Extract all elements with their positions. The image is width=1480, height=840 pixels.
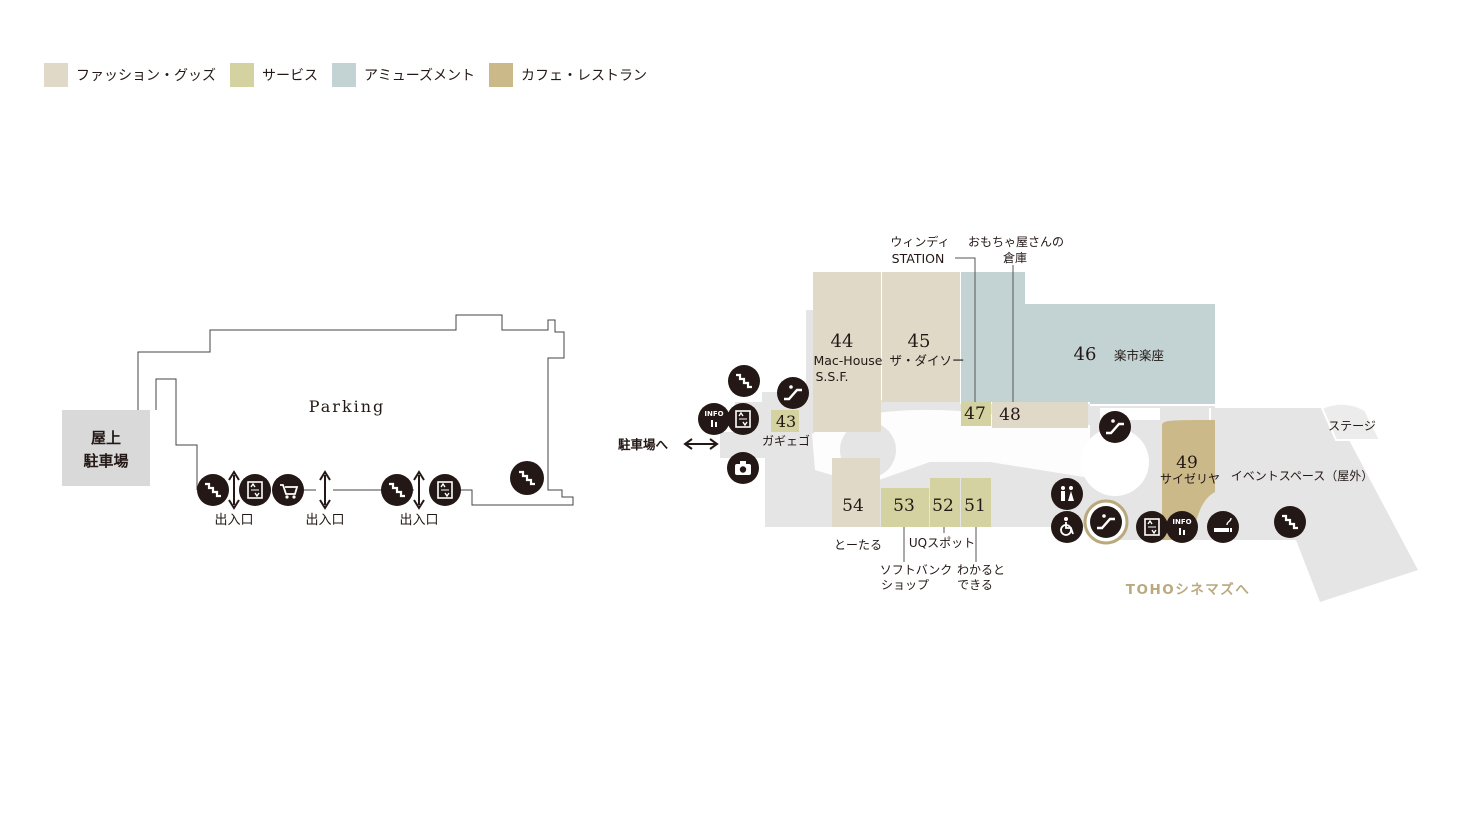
rooftop-parking-map: 屋上 駐車場 Parking [62,314,574,528]
vertical-arrow-icon [319,470,331,510]
event-space-label: イベントスペース（屋外） [1231,469,1374,483]
info-icon-text: INFO [704,410,723,418]
rooftop-label-1: 屋上 [91,429,121,447]
vertical-arrow-icon [413,470,425,510]
legend-item-fashion: ファッション・グッズ [44,63,216,87]
wheelchair-icon[interactable] [1051,511,1083,543]
stairs-icon[interactable] [728,365,760,397]
store-47-name-1: ウィンディ [890,234,949,249]
escalator-icon[interactable] [1099,411,1131,443]
store-47[interactable] [961,402,991,426]
store-49-name: サイゼリヤ [1160,472,1220,486]
store-54-number: 54 [842,496,864,516]
elevator-icon[interactable] [727,403,759,435]
store-46-name: 楽市楽座 [1114,348,1164,363]
exit-label: 出入口 [305,513,344,528]
parking-label: Parking [309,397,386,416]
store-48-name-2: 倉庫 [1003,250,1027,265]
store-45[interactable] [882,272,960,402]
restroom-icon[interactable] [1051,478,1083,510]
info-icon-text: INFO [1172,518,1191,526]
store-53-name-2: ショップ [881,578,929,592]
camera-icon[interactable] [727,452,759,484]
store-43[interactable] [771,410,799,432]
legend-item-cafe: カフェ・レストラン [489,63,647,87]
store-45-number: 45 [908,331,931,352]
stairs-icon[interactable] [1274,506,1306,538]
legend-label-fashion: ファッション・グッズ [76,68,216,84]
info-icon[interactable]: INFO [698,403,730,435]
store-45-name: ザ・ダイソー [889,353,964,368]
rooftop-parking-box [62,410,150,486]
store-51[interactable] [961,478,991,527]
store-48-name-1: おもちゃ屋さんの [968,235,1064,249]
elevator-icon[interactable] [1136,511,1168,543]
store-44-name-1: Mac-House [813,353,882,368]
parking-outline [137,314,574,506]
store-53[interactable] [881,488,929,527]
elevator-icon[interactable] [239,474,271,506]
store-52-number: 52 [932,496,954,516]
atrium-right [1081,428,1149,496]
stairs-icon[interactable] [197,474,229,506]
store-43-number: 43 [776,412,796,431]
floor-map-right: 44 Mac-House S.S.F. 45 ザ・ダイソー 46 楽市楽座 47… [618,234,1418,602]
store-53-number: 53 [893,496,915,516]
store-43-name: ガギェゴ [762,433,810,448]
store-44[interactable] [813,272,881,432]
legend-swatch-fashion [44,63,68,87]
to-parking-link[interactable]: 駐車場へ [618,437,669,452]
stage-label: ステージ [1328,419,1376,433]
store-51-number: 51 [964,496,986,516]
legend-swatch-service [230,63,254,87]
store-48-number: 48 [999,405,1021,425]
store-46-number: 46 [1074,344,1097,365]
vertical-arrow-icon [228,470,240,510]
store-44-number: 44 [831,331,854,352]
store-53-name-1: ソフトバンク [880,563,953,577]
cart-icon[interactable] [272,474,304,506]
store-54[interactable] [832,458,880,527]
legend-swatch-amusement [332,63,356,87]
legend-label-service: サービス [262,68,318,84]
store-47-number: 47 [964,404,986,424]
legend-swatch-cafe [489,63,514,87]
elevator-icon[interactable] [429,474,461,506]
legend: ファッション・グッズ サービス アミューズメント カフェ・レストラン [44,63,661,87]
stairs-icon[interactable] [381,474,413,506]
legend-label-cafe: カフェ・レストラン [521,68,648,84]
store-46[interactable] [961,272,1215,404]
store-52-name: UQスポット [909,536,975,550]
to-toho-cinemas-link[interactable]: TOHOシネマズへ [1126,581,1250,598]
escalator-current-icon[interactable] [1083,499,1129,545]
exit-label: 出入口 [214,513,253,528]
store-44-name-2: S.S.F. [816,369,849,384]
store-52[interactable] [930,478,960,527]
stairs-icon[interactable] [510,461,544,495]
info-icon[interactable]: INFO [1166,511,1198,543]
legend-label-amusement: アミューズメント [364,68,476,84]
legend-item-amusement: アミューズメント [332,63,475,87]
store-51-name-2: できる [957,578,993,592]
store-47-name-2: STATION [892,251,945,266]
store-48[interactable] [992,402,1088,428]
store-49[interactable] [1162,420,1215,540]
store-51-name-1: わかると [957,563,1005,577]
store-54-name: とーたる [834,538,882,552]
exit-label: 出入口 [399,513,438,528]
escalator-icon[interactable] [777,377,809,409]
smoking-area-icon[interactable] [1207,511,1239,543]
store-49-number: 49 [1176,453,1198,473]
rooftop-label-2: 駐車場 [83,452,128,470]
legend-item-service: サービス [230,63,318,87]
double-arrow-icon [683,438,719,450]
stage-area [1320,402,1382,441]
leader-line [955,257,976,402]
